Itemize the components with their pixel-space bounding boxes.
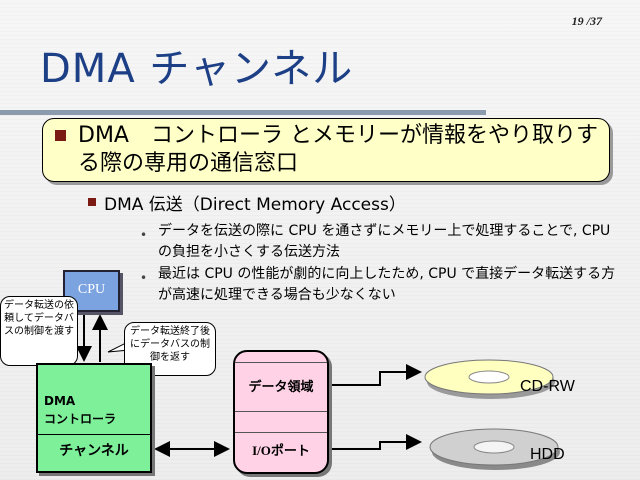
dma-label-line2: コントローラ — [44, 412, 117, 426]
page-number: 19 /37 — [571, 14, 602, 28]
square-bullet-icon — [88, 198, 96, 206]
square-bullet-icon — [55, 130, 66, 141]
callout-request-transfer: データ転送の依頼してデータバスの制御を渡す — [0, 296, 78, 366]
io-to-cdrw-arrow — [330, 364, 422, 386]
slide-title: DMA チャンネル — [40, 46, 354, 92]
hdd-label: HDD — [530, 446, 565, 463]
divider — [235, 432, 327, 433]
divider — [235, 411, 327, 412]
io-to-hdd-arrow — [330, 434, 422, 450]
cpu-label: CPU — [77, 282, 106, 297]
dma-label-line1: DMA — [44, 394, 76, 408]
io-box — [233, 350, 329, 474]
dma-controller-label: DMA コントローラ — [44, 392, 116, 428]
dot-bullet-icon: • — [140, 271, 148, 285]
divider — [235, 362, 327, 363]
dot-bullet-icon: • — [140, 228, 148, 242]
channel-label: チャンネル — [59, 443, 129, 459]
divider — [38, 434, 150, 435]
sub-bullet-text: DMA 伝送（Direct Memory Access） — [104, 195, 406, 215]
dma-controller-box — [36, 363, 152, 473]
data-area-label: データ領域 — [248, 380, 314, 395]
detail-bullet-text: データを伝送の際に CPU を通さずにメモリー上で処理することで, CPU の負… — [158, 223, 611, 260]
hdd-disc-icon — [429, 428, 560, 470]
title-underline — [0, 110, 486, 115]
cdrw-label: CD-RW — [520, 378, 575, 395]
highlight-box — [42, 118, 610, 182]
cd-disc-icon — [424, 359, 555, 399]
main-bullet-text: DMA コントローラ とメモリーが情報をやり取りする際の専用の通信窓口 — [78, 123, 598, 176]
detail-bullet-text: 最近は CPU の性能が劇的に向上したため, CPU で直接データ転送する方が高… — [158, 266, 616, 303]
io-port-label: I/Oポート — [252, 443, 310, 458]
